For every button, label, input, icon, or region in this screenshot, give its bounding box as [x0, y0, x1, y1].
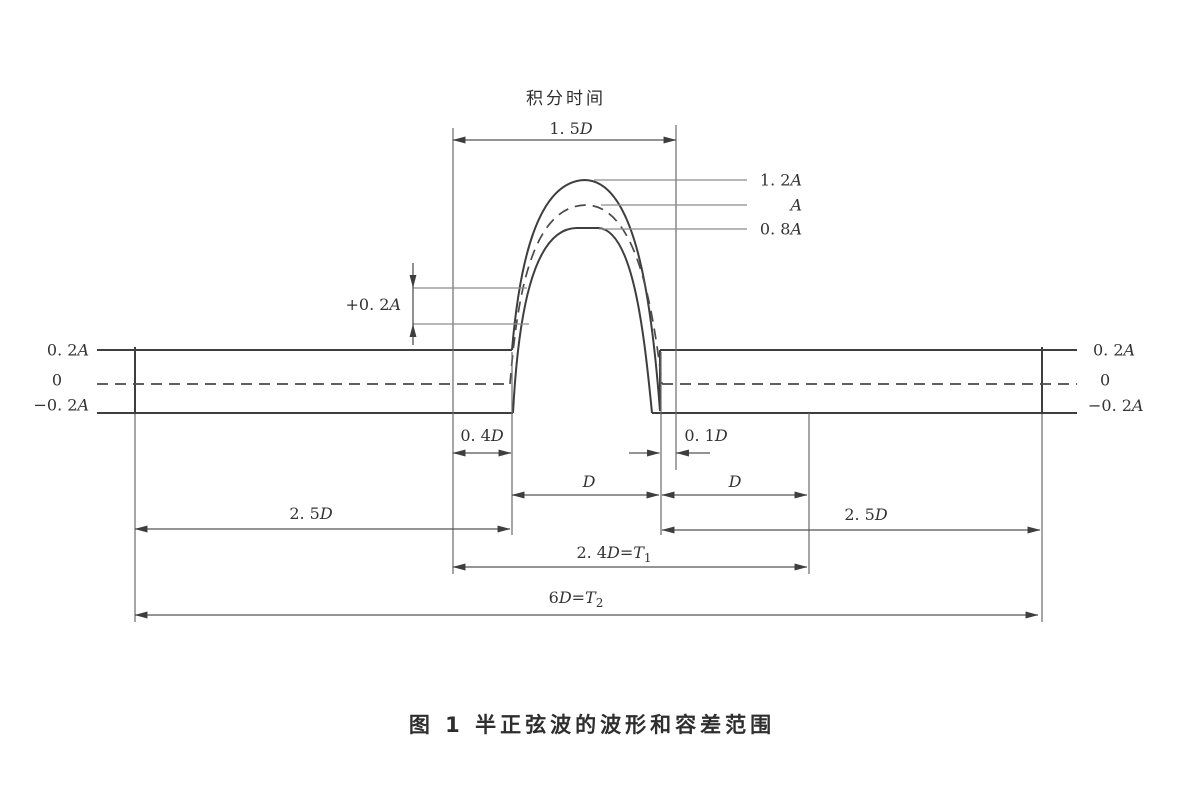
axis-label-right-neg0p2a: −0. 2A	[1088, 396, 1144, 415]
nominal-waveform-curve	[509, 204, 663, 385]
dim-label-0p1d: 0. 1D	[684, 426, 728, 445]
axis-label-left-neg0p2a: −0. 2A	[34, 396, 90, 415]
dim-label-2p5d-right: 2. 5D	[844, 505, 888, 524]
axis-label-left-0: 0	[52, 371, 62, 390]
integration-time-label: 积分时间	[526, 89, 606, 109]
dim-label-1p5d: 1. 5D	[549, 119, 593, 138]
dim-label-t1: 2. 4D=T1	[576, 543, 651, 565]
tolerance-label-plus0p2a: +0. 2A	[346, 295, 402, 314]
lower-tolerance-curve	[512, 227, 653, 414]
figure-caption: 图 1 半正弦波的波形和容差范围	[409, 713, 775, 737]
axis-label-left-0p2a: 0. 2A	[47, 341, 89, 360]
peak-label-a: A	[788, 196, 802, 215]
dim-label-0p4d: 0. 4D	[460, 426, 504, 445]
tolerance-band-lines	[97, 347, 1077, 415]
peak-label-0p8a: 0. 8A	[760, 220, 802, 239]
dim-label-t2: 6D=T2	[549, 588, 604, 610]
extension-lines	[134, 125, 1043, 622]
leader-lines	[413, 179, 747, 325]
axis-label-right-0: 0	[1100, 371, 1110, 390]
axis-label-right-0p2a: 0. 2A	[1093, 341, 1135, 360]
peak-label-1p2a: 1. 2A	[760, 171, 802, 190]
dim-label-2p5d-left: 2. 5D	[289, 504, 333, 523]
upper-tolerance-curve	[511, 178, 661, 412]
dim-label-d-pulse: D	[582, 472, 596, 491]
dim-label-d-after: D	[728, 472, 742, 491]
